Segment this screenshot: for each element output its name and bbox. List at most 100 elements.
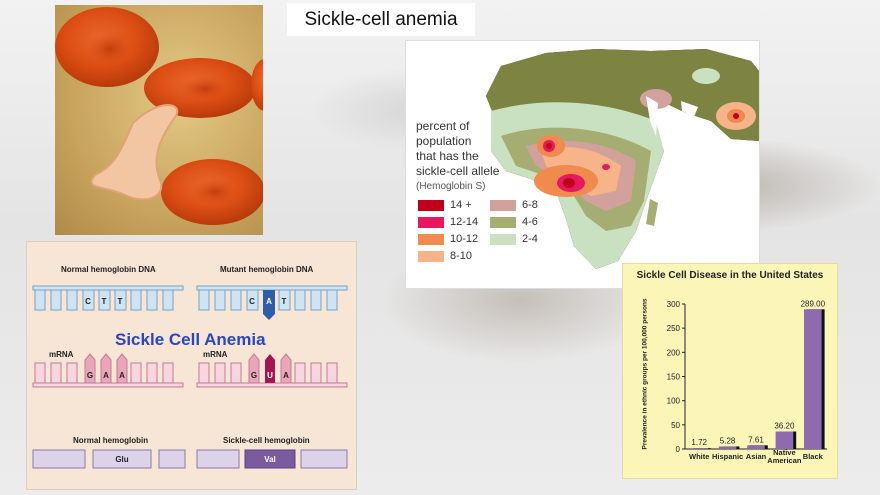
y-tick-label: 150 xyxy=(667,373,681,382)
red-sea xyxy=(646,96,658,136)
legend-swatch xyxy=(490,199,516,211)
mutated-codon-marker xyxy=(265,354,275,383)
legend-item: 14 + xyxy=(418,199,472,211)
normal-cell-bottom-right xyxy=(161,159,263,225)
y-tick-label: 250 xyxy=(667,324,681,333)
legend-swatch xyxy=(418,216,444,228)
madagascar xyxy=(646,199,658,226)
mrna-base-mutated: U xyxy=(267,371,273,380)
us-prevalence-chart: Sickle Cell Disease in the United States… xyxy=(622,263,838,479)
sickle-protein-label: Sickle-cell hemoglobin xyxy=(223,436,310,445)
caption-line: that has the xyxy=(416,149,479,163)
normal-protein-label: Normal hemoglobin xyxy=(73,436,149,445)
sickle-cell xyxy=(90,104,179,201)
bar xyxy=(718,446,737,449)
bar xyxy=(747,445,765,449)
legend-swatch xyxy=(418,233,444,245)
sickle-allele-map: percent of population that has the sickl… xyxy=(405,40,760,289)
caption-line: sickle-cell allele xyxy=(416,164,500,178)
region-north-band xyxy=(692,68,720,84)
dna-base: T xyxy=(118,297,123,306)
bar-value-label: 36.20 xyxy=(774,422,795,431)
slide-title: Sickle-cell anemia xyxy=(287,3,475,36)
normal-cell-middle-right xyxy=(144,58,256,118)
bar-value-label: 289.00 xyxy=(801,299,826,308)
legend-item: 6-8 xyxy=(490,199,538,211)
red-blood-cells-photo xyxy=(55,5,263,235)
category-label: Asian xyxy=(746,452,767,461)
mrna-base: A xyxy=(103,371,109,380)
legend-swatch xyxy=(490,233,516,245)
legend-swatch xyxy=(418,199,444,211)
y-tick-label: 200 xyxy=(667,348,681,357)
region-14-plus xyxy=(563,178,575,188)
sickle-protein xyxy=(196,449,348,469)
blood-cells-image xyxy=(55,7,263,225)
normal-dna-strand xyxy=(32,285,184,311)
category-label: Black xyxy=(803,452,824,461)
y-tick-label: 300 xyxy=(667,300,681,309)
y-tick-label: 100 xyxy=(667,397,681,406)
legend-label: 2-4 xyxy=(522,233,538,245)
bar xyxy=(690,448,709,449)
bar xyxy=(775,431,794,449)
legend-label: 10-12 xyxy=(450,233,479,245)
legend-item: 10-12 xyxy=(418,233,478,245)
mutant-mrna-strand xyxy=(196,353,348,388)
mrna-base: A xyxy=(119,371,125,380)
caption-subtitle: (Hemoglobin S) xyxy=(416,181,486,192)
mrna-label-right: mRNA xyxy=(203,350,228,359)
y-tick-label: 0 xyxy=(676,445,681,454)
legend-item: 2-4 xyxy=(490,233,538,245)
normal-mrna-strand xyxy=(32,353,184,388)
legend-item: 12-14 xyxy=(418,216,478,228)
category-label: Native xyxy=(773,448,796,457)
caption-line: percent of xyxy=(416,119,470,133)
caption-line: population xyxy=(416,134,472,148)
mutated-base-marker xyxy=(263,290,275,320)
legend-label: 4-6 xyxy=(522,216,538,228)
map-graphic xyxy=(486,49,759,269)
legend-label: 12-14 xyxy=(450,216,479,228)
mrna-base: G xyxy=(87,371,93,380)
dna-base: C xyxy=(249,297,255,306)
dna-base: T xyxy=(102,297,107,306)
sickle-cell-dna-diagram: Normal hemoglobin DNA Mutant hemoglobin … xyxy=(26,241,357,490)
normal-protein xyxy=(32,449,186,469)
mrna-base: G xyxy=(251,371,257,380)
map-caption: percent of population that has the sickl… xyxy=(416,119,499,194)
normal-dna-label: Normal hemoglobin DNA xyxy=(61,265,156,274)
legend-label: 14 + xyxy=(450,199,472,211)
chart-title: Sickle Cell Disease in the United States xyxy=(636,270,824,281)
region-14-plus-west xyxy=(546,143,552,149)
category-label: American xyxy=(767,456,802,465)
legend-label: 6-8 xyxy=(522,199,538,211)
persian-gulf xyxy=(681,101,698,117)
dna-base-mutated: A xyxy=(266,297,272,306)
category-label: White xyxy=(689,452,709,461)
normal-cell-edge-right xyxy=(251,59,263,111)
bar xyxy=(803,309,822,449)
mrna-label-left: mRNA xyxy=(49,350,74,359)
legend-item: 4-6 xyxy=(490,216,538,228)
dna-base: T xyxy=(282,297,287,306)
region-india-core xyxy=(733,113,739,119)
y-tick-label: 50 xyxy=(671,421,680,430)
region-east-africa-core xyxy=(602,164,610,170)
legend-item: 8-10 xyxy=(418,250,472,262)
diagram-title: Sickle Cell Anemia xyxy=(115,330,266,349)
normal-cell-top-left xyxy=(55,7,159,87)
legend-swatch xyxy=(418,250,444,262)
legend-label: 8-10 xyxy=(450,250,473,262)
mutant-dna-strand xyxy=(196,285,348,311)
amino-acid-sickle: Val xyxy=(264,455,276,464)
bar-value-label: 7.61 xyxy=(748,435,764,444)
legend-swatch xyxy=(490,216,516,228)
amino-acid-normal: Glu xyxy=(115,455,128,464)
dna-graphic: C T T C A T G A A G U A Glu Val xyxy=(32,285,348,469)
dna-base: C xyxy=(85,297,91,306)
bar-value-label: 5.28 xyxy=(720,436,736,445)
bar-value-label: 1.72 xyxy=(691,438,707,447)
category-label: Hispanic xyxy=(712,452,743,461)
